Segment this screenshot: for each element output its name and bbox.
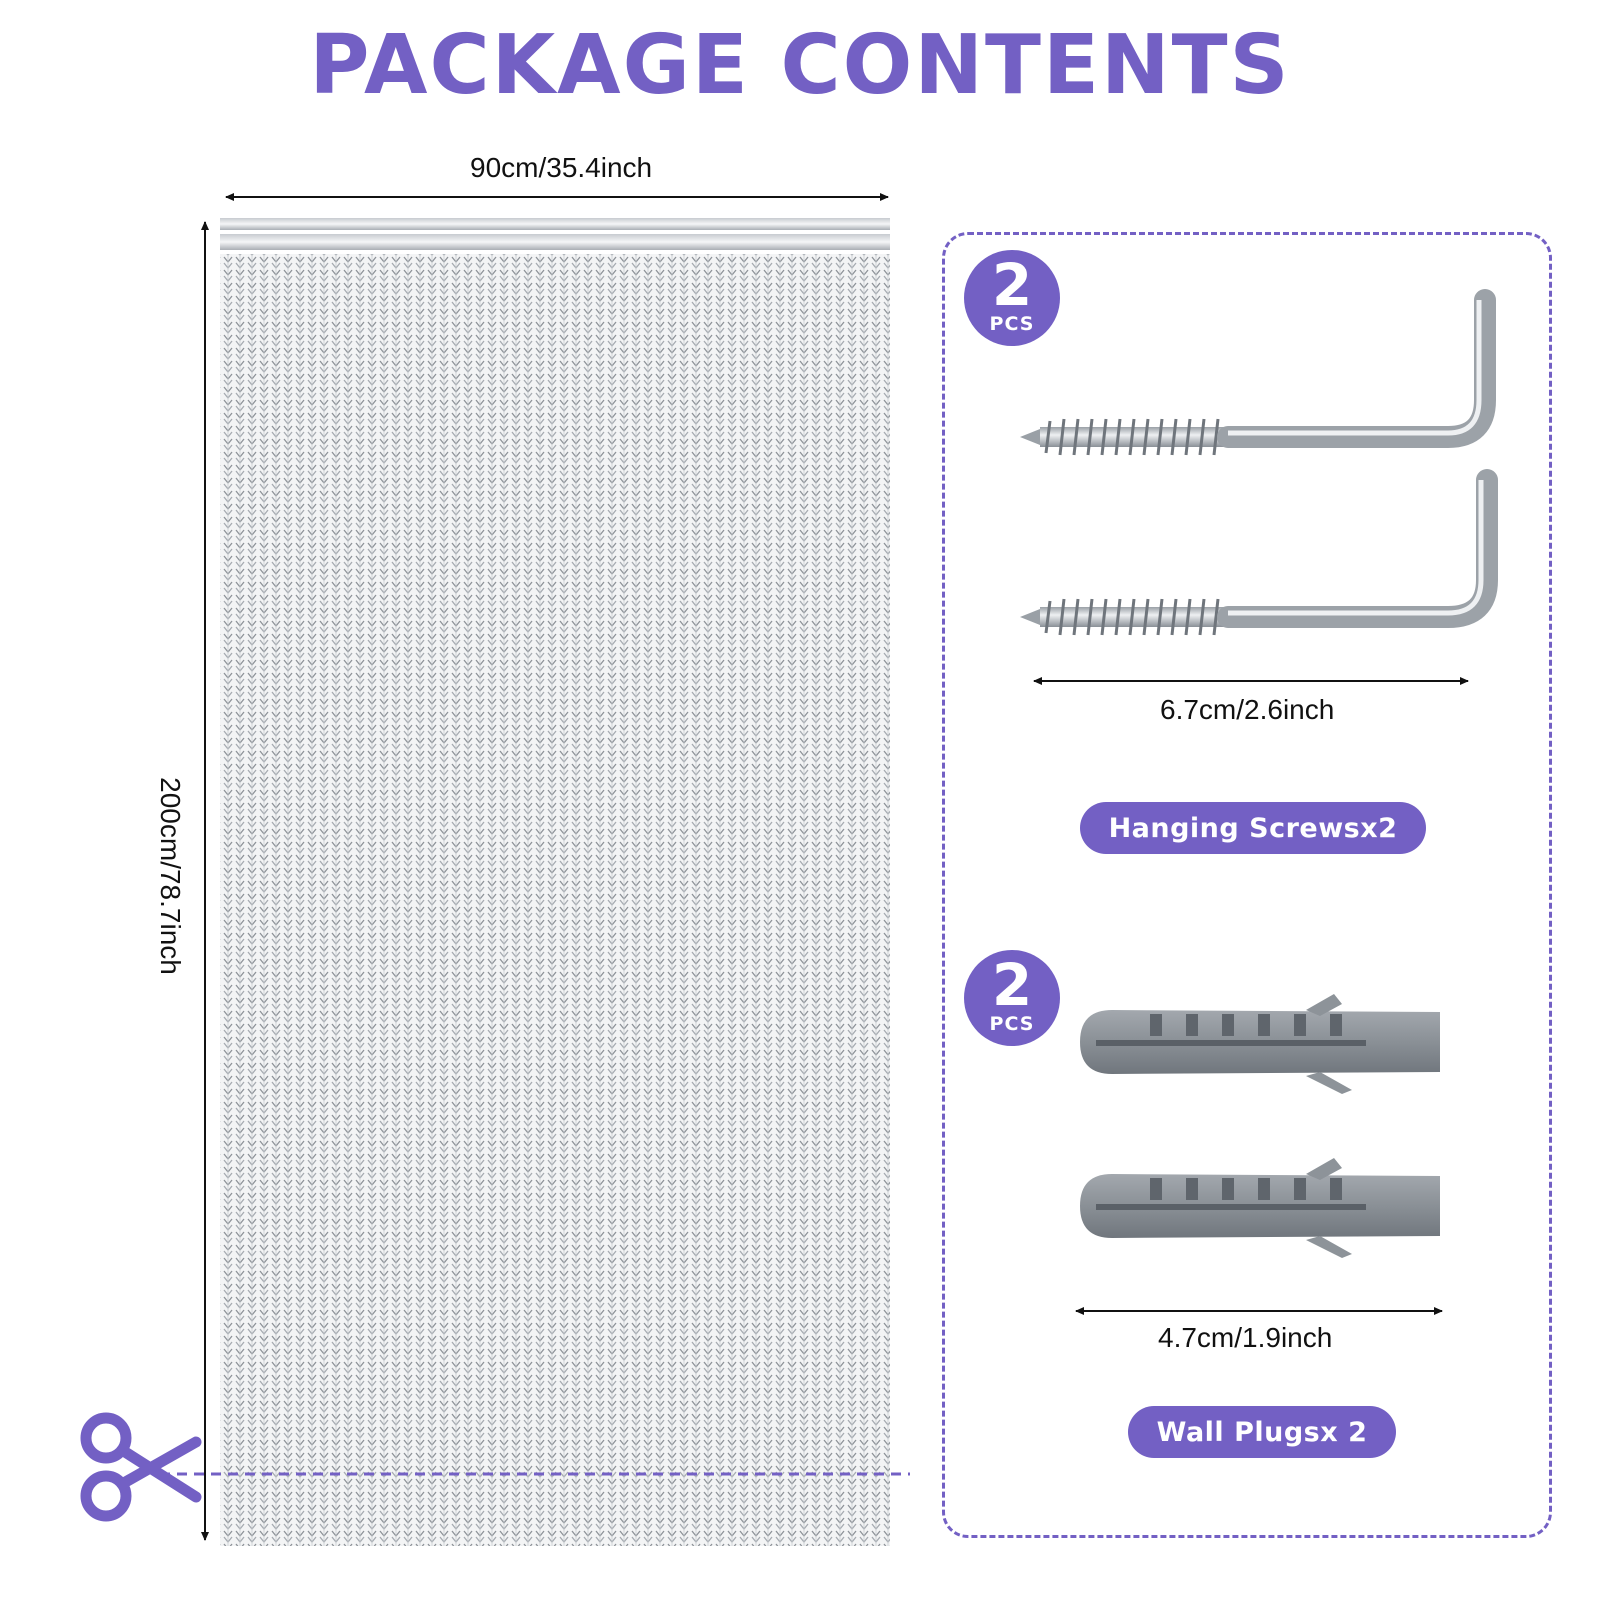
hanging-screw-1 [1020, 289, 1496, 456]
curtain-width-label: 90cm/35.4inch [470, 152, 653, 183]
curtain-height-label: 200cm/78.7inch [155, 777, 186, 975]
hanging-screw-2 [1020, 469, 1498, 636]
hanging-screws-label: Hanging Screwsx2 [1080, 802, 1426, 854]
wall-plugs-label: Wall Plugsx 2 [1128, 1406, 1396, 1458]
chain-curtain-panel [220, 254, 890, 1546]
scissors-icon [80, 1412, 202, 1522]
plugs-quantity-badge: 2 PCS [964, 950, 1060, 1046]
accessories-box [942, 232, 1552, 1538]
badge-number: 2 [991, 951, 1033, 1019]
badge-unit: PCS [989, 313, 1035, 335]
curtain-rail [220, 218, 890, 250]
badge-number: 2 [991, 251, 1033, 319]
badge-unit: PCS [989, 1013, 1035, 1035]
screws-quantity-badge: 2 PCS [964, 250, 1060, 346]
screw-size-label: 6.7cm/2.6inch [1160, 694, 1335, 725]
wall-plug-2 [1080, 1158, 1440, 1258]
wall-plug-1 [1080, 994, 1440, 1094]
page-title: PACKAGE CONTENTS [309, 18, 1291, 113]
plug-size-label: 4.7cm/1.9inch [1158, 1322, 1333, 1353]
